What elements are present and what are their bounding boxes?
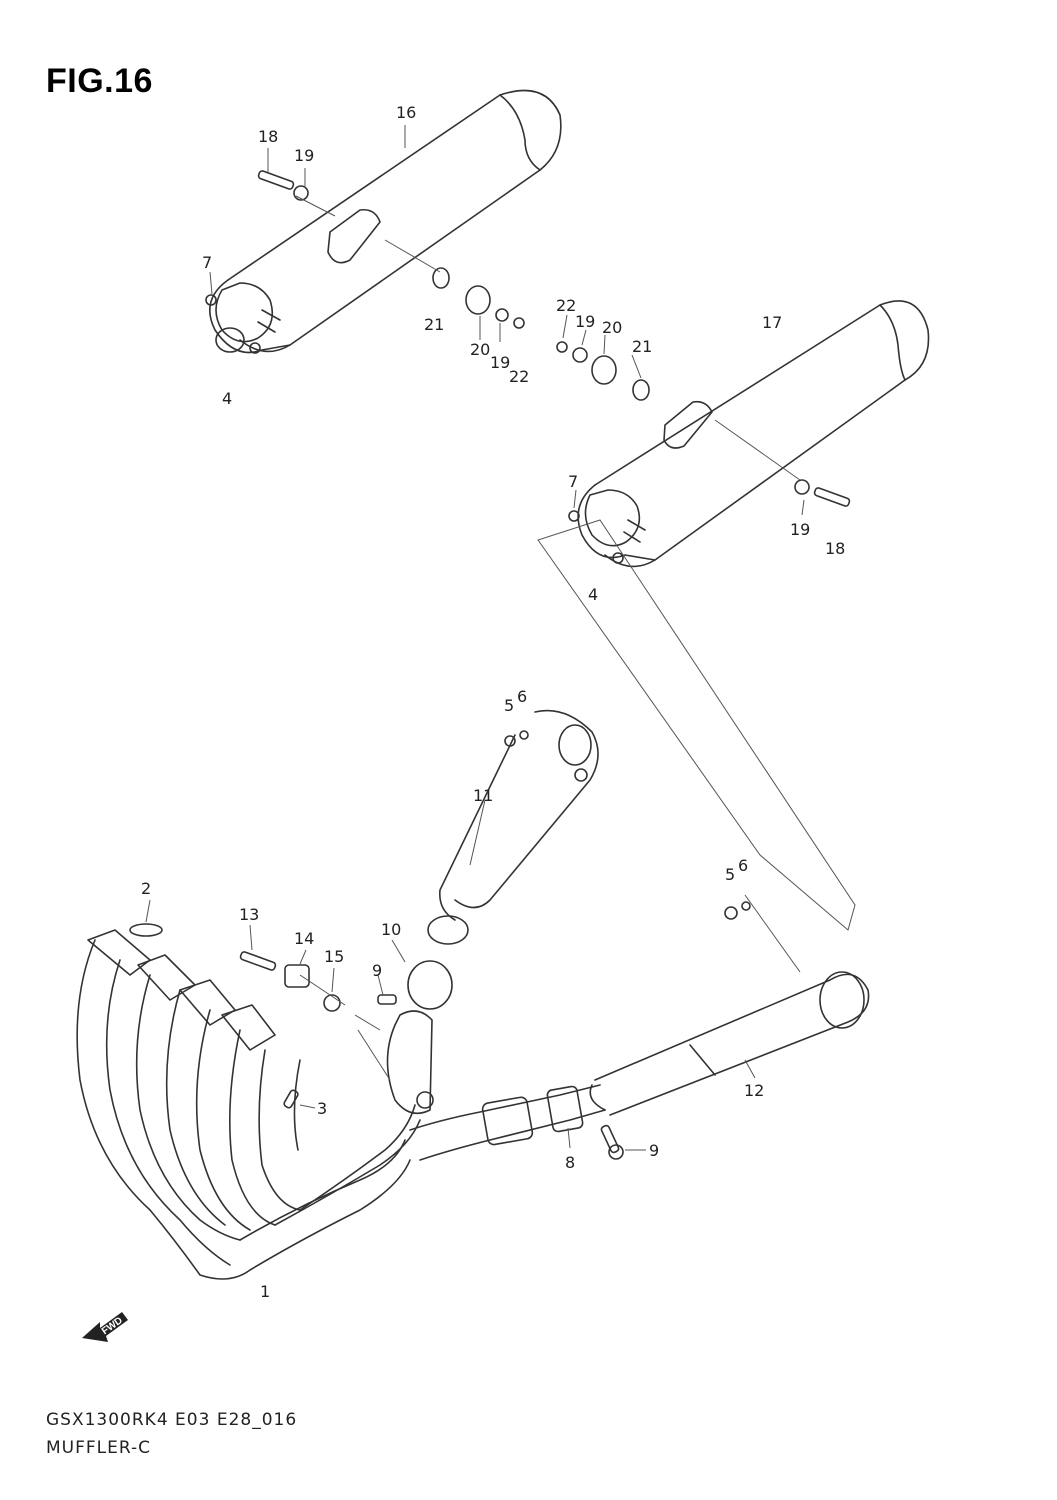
diagram-code: GSX1300RK4 E03 E28_016	[46, 1410, 298, 1430]
callout-19-upper-right: 19	[490, 353, 510, 372]
callout-21-upper: 21	[424, 315, 444, 334]
callout-9-upper: 9	[372, 961, 382, 980]
callout-6-lower: 6	[738, 856, 748, 875]
callout-1: 1	[260, 1282, 270, 1301]
upper-mount-hardware	[205, 170, 525, 329]
callout-7-lower: 7	[568, 472, 578, 491]
figure-title: FIG.16	[46, 62, 153, 100]
callout-21-lower: 21	[632, 337, 652, 356]
callout-2: 2	[141, 879, 151, 898]
callout-14: 14	[294, 929, 314, 948]
callout-10: 10	[381, 920, 401, 939]
diagram-name: MUFFLER-C	[46, 1438, 152, 1458]
callout-16: 16	[396, 103, 416, 122]
callout-leaders	[145, 125, 805, 1151]
callout-4-lower: 4	[588, 585, 598, 604]
callout-20-upper: 20	[470, 340, 490, 359]
callout-5-lower: 5	[725, 865, 735, 884]
callout-11: 11	[473, 786, 493, 805]
callout-17: 17	[762, 313, 782, 332]
muffler-lower	[577, 300, 930, 568]
callout-19-upper-left: 19	[294, 146, 314, 165]
callout-labels: 16 18 19 7 21 20 19 22 4 22 19 20 21 17 …	[141, 103, 845, 1301]
callout-5-upper: 5	[504, 696, 514, 715]
callout-7-upper: 7	[202, 253, 212, 272]
muffler-upper	[208, 89, 562, 354]
header-hardware	[129, 923, 381, 1109]
callout-19-lower-right: 19	[790, 520, 810, 539]
callout-20-lower: 20	[602, 318, 622, 337]
exhaust-header-assembly	[76, 929, 606, 1280]
rear-pipe-12	[589, 901, 870, 1160]
callout-18-upper: 18	[258, 127, 278, 146]
callout-6-upper: 6	[517, 687, 527, 706]
guide-lines	[357, 519, 856, 1081]
callout-3: 3	[317, 1099, 327, 1118]
callout-4-upper: 4	[222, 389, 232, 408]
callout-13: 13	[239, 905, 259, 924]
lower-mount-hardware	[556, 341, 851, 522]
callout-22-upper: 22	[509, 367, 529, 386]
callout-19-lower-left: 19	[575, 312, 595, 331]
callout-9-lower: 9	[649, 1141, 659, 1160]
callout-8: 8	[565, 1153, 575, 1172]
callout-18-lower: 18	[825, 539, 845, 558]
callout-22-lower: 22	[556, 296, 576, 315]
callout-12: 12	[744, 1081, 764, 1100]
connecting-pipe-11	[377, 709, 599, 1115]
fwd-arrow-icon: FWD	[82, 1312, 128, 1342]
callout-15: 15	[324, 947, 344, 966]
